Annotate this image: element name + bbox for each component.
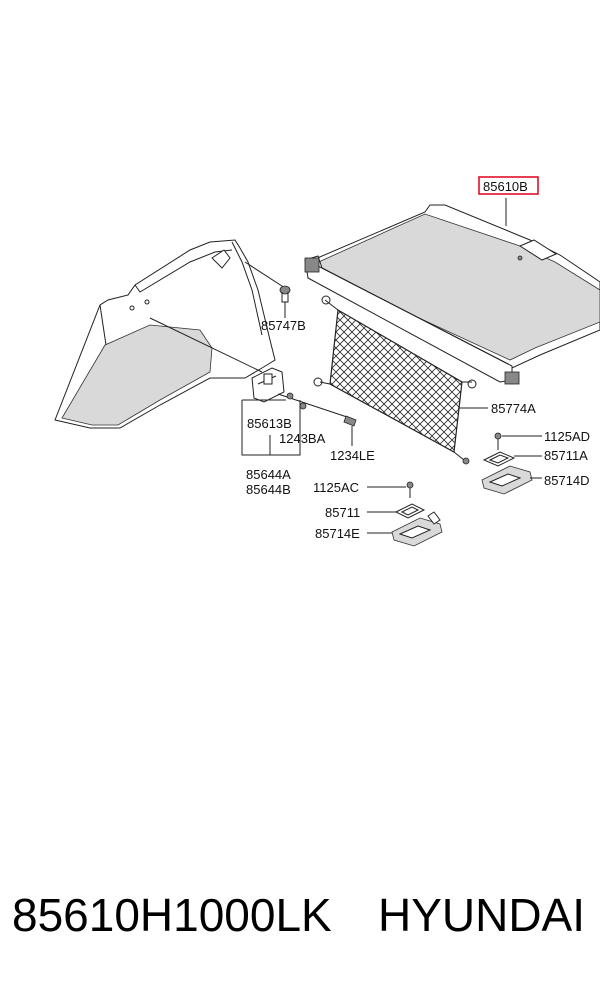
label-85610b: 85610B <box>483 179 528 194</box>
label-85711a: 85711A <box>544 448 588 463</box>
label-85714d: 85714D <box>544 473 590 488</box>
quarter-trim-panel <box>54 239 286 429</box>
label-85644a: 85644A <box>246 467 291 482</box>
label-1125ad: 1125AD <box>544 429 590 444</box>
label-1234le: 1234LE <box>330 448 375 463</box>
clip-85747b <box>279 285 291 318</box>
part-number: 85610H1000LK <box>12 889 332 941</box>
cargo-cover <box>304 198 600 385</box>
leader-lines <box>241 399 301 456</box>
label-85747b: 85747B <box>261 318 306 333</box>
label-1243ba: 1243BA <box>279 431 326 446</box>
bracket-assembly <box>251 367 357 446</box>
footer: 85610H1000LK HYUNDAI <box>0 880 600 950</box>
label-85711: 85711 <box>325 505 360 520</box>
hook-assembly-lower <box>367 481 443 547</box>
cargo-net <box>313 295 488 465</box>
label-85644b: 85644B <box>246 482 291 497</box>
hook-assembly-right <box>481 432 542 495</box>
label-85774a: 85774A <box>491 401 536 416</box>
highlight-box <box>478 176 539 195</box>
label-85613b: 85613B <box>247 416 292 431</box>
label-85714e: 85714E <box>315 526 360 541</box>
brand-name: HYUNDAI <box>378 889 586 941</box>
label-1125ac: 1125AC <box>313 480 359 495</box>
